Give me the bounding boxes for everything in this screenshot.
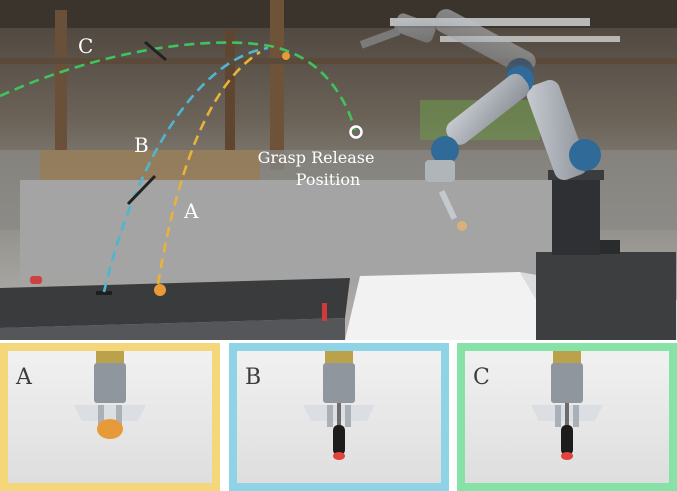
thrown-screwdriver — [126, 174, 157, 206]
label-a: A — [183, 199, 199, 223]
robot-base — [552, 175, 600, 255]
panel-b: B — [229, 343, 449, 491]
trajectory-a — [156, 50, 261, 285]
trajectory-c — [0, 41, 357, 131]
wooden-column — [270, 0, 284, 170]
gripper — [74, 351, 146, 427]
ceiling-light — [390, 18, 590, 26]
ball-object — [97, 419, 123, 439]
release-label-line1: Grasp Release — [258, 148, 375, 167]
table-top — [0, 278, 350, 328]
screwdriver-object — [96, 291, 112, 295]
scene-photo: C B A Grasp Release Position — [0, 0, 677, 340]
panel-label: C — [473, 365, 490, 390]
label-c: C — [78, 34, 93, 58]
trajectory-b — [102, 46, 269, 293]
ball-object — [154, 284, 166, 296]
panel-label: A — [15, 365, 33, 390]
release-label-line2: Position — [296, 170, 361, 189]
controller-box — [536, 252, 676, 340]
ceiling-light — [440, 36, 620, 42]
screwdriver-object — [561, 403, 573, 460]
panel-a: A — [0, 343, 220, 491]
panel-label: B — [245, 365, 261, 390]
cubicle-wall — [20, 180, 580, 280]
panel-c: C — [457, 343, 677, 491]
grasp-panels: A B C — [0, 343, 677, 491]
white-table — [345, 272, 560, 340]
label-b: B — [134, 133, 149, 157]
screwdriver-object — [333, 403, 345, 460]
wooden-column — [55, 10, 67, 150]
release-point-marker — [349, 125, 363, 139]
robot-arm — [425, 66, 601, 231]
